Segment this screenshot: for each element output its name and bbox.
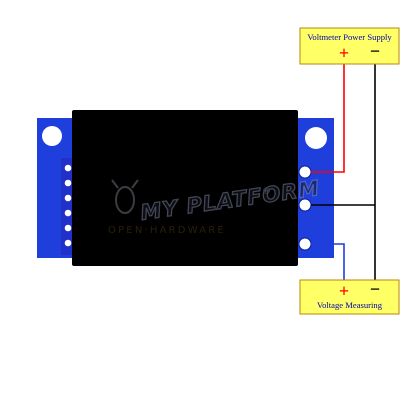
robot-icon [111,179,139,214]
display-panel [72,110,298,266]
left-header-pin [64,194,72,202]
right-mounting-hole [305,127,327,149]
supply-minus-sign: − [370,41,380,61]
left-header-pin [64,209,72,217]
supply-plus-sign: + [339,43,349,63]
measure-minus-sign: − [370,279,380,299]
measure-box: + − Voltage Measuring [299,279,400,315]
supply-box-frame [299,27,400,65]
left-header-strip [61,158,75,255]
left-header-pin [64,239,72,247]
supply-box-label: Voltmeter Power Supply [307,32,392,42]
measure-plus-sign: + [339,281,349,301]
left-header-pin [64,164,72,172]
wires [311,62,376,282]
left-header-pin [64,179,72,187]
wire-measure-positive [311,243,345,282]
left-header-pin [64,224,72,232]
watermark-registered: ® [262,187,271,197]
terminal-measure-positive [298,237,312,251]
watermark-tagline: OPEN·HARDWARE [108,225,226,236]
voltmeter-module [37,110,334,266]
wire-supply-positive [311,62,345,173]
measure-box-label: Voltage Measuring [317,300,383,310]
supply-box: Voltmeter Power Supply + − [299,27,400,65]
left-mounting-hole [42,126,62,146]
measure-box-frame [299,279,400,315]
